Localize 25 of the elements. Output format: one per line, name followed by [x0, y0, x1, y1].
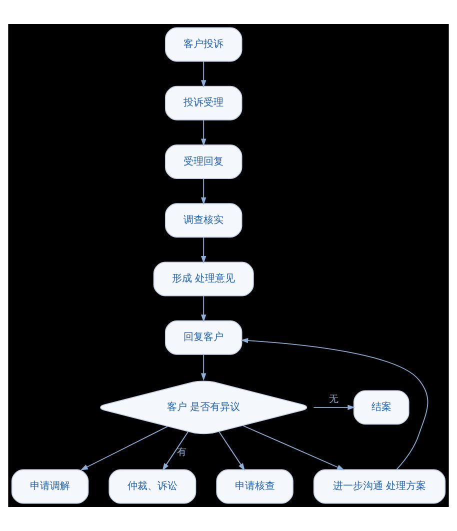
- arrow: [201, 354, 206, 381]
- node-box: 调查核实: [164, 203, 242, 238]
- arrow: [201, 178, 206, 205]
- node-box: 投诉受理: [164, 86, 242, 120]
- arrow: [201, 296, 206, 322]
- arrow: [80, 426, 168, 470]
- node-box: 形成 处理意见: [153, 262, 254, 296]
- edge-label: 有: [176, 446, 186, 458]
- node-box: 进一步沟通 处理方案: [313, 469, 446, 504]
- arrow: [162, 431, 189, 471]
- node-box: 客户投诉: [164, 27, 242, 62]
- node-box: 结案: [353, 390, 410, 425]
- arrow: [201, 120, 206, 146]
- node-box: 申请调解: [11, 469, 89, 504]
- node-box: 回复客户: [164, 320, 242, 355]
- arrow: [218, 431, 245, 471]
- arrow: [242, 425, 345, 470]
- edge-label: 无: [329, 394, 338, 405]
- node-box: 申请核查: [216, 469, 294, 504]
- arrow: [313, 404, 356, 410]
- arrow: [201, 61, 206, 88]
- arrow: [240, 338, 428, 470]
- node-box: 仲裁、诉讼: [108, 469, 196, 504]
- node-box: 受理回复: [164, 144, 242, 179]
- arrow: [201, 236, 206, 264]
